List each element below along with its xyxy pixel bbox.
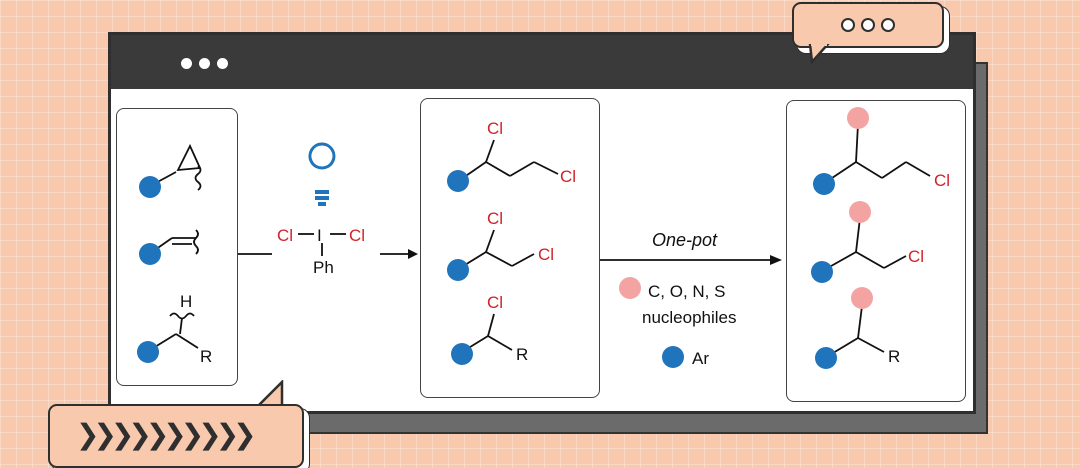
product-top-cl-end: Cl — [560, 167, 576, 186]
product-mid-cl: Cl — [487, 209, 503, 228]
aryl-dot — [137, 341, 159, 363]
window-dot-icon[interactable] — [217, 58, 228, 69]
final-top-cl: Cl — [934, 171, 950, 190]
final-mid-cl: Cl — [908, 247, 924, 266]
bubble-dot-icon — [861, 18, 875, 32]
reagent-ph: Ph — [313, 258, 334, 277]
substrate-r-label: R — [200, 347, 212, 366]
bubble-dots — [794, 4, 942, 46]
aryl-dot — [815, 347, 837, 369]
nucleophiles-line2: nucleophiles — [642, 308, 737, 327]
substrate-h-label: H — [180, 292, 192, 311]
final-bottom-r: R — [888, 347, 900, 366]
aryl-dot — [451, 343, 473, 365]
window-controls[interactable] — [181, 58, 228, 69]
bubble-dot-icon — [881, 18, 895, 32]
one-pot-label: One-pot — [652, 230, 718, 250]
speech-bubble-bottom: ❯❯❯❯❯❯❯❯❯❯ — [48, 404, 304, 468]
lightbulb-icon — [308, 142, 336, 206]
legend-aryl-dot — [662, 346, 684, 368]
window-dot-icon[interactable] — [199, 58, 210, 69]
window-dot-icon[interactable] — [181, 58, 192, 69]
legend-nucleophile-dot — [619, 277, 641, 299]
reagent-iodine: I — [317, 226, 322, 245]
product-bottom-cl: Cl — [487, 293, 503, 312]
product-panel — [786, 100, 966, 402]
speech-bubble-top — [792, 2, 944, 48]
product-bottom-r: R — [516, 345, 528, 364]
aryl-dot — [447, 170, 469, 192]
nucleophile-dot — [847, 107, 869, 129]
bubble-tail-icon — [256, 380, 284, 406]
aryl-dot — [813, 173, 835, 195]
aryl-dot — [447, 259, 469, 281]
nucleophile-dot — [849, 201, 871, 223]
nucleophile-dot — [851, 287, 873, 309]
nucleophiles-line1: C, O, N, S — [648, 282, 725, 301]
product-mid-cl-end: Cl — [538, 245, 554, 264]
reagent-cl-left: Cl — [277, 226, 293, 245]
product-top-cl: Cl — [487, 119, 503, 138]
reagent-cl-right: Cl — [349, 226, 365, 245]
substrate-panel — [116, 108, 238, 386]
aryl-dot — [139, 176, 161, 198]
bubble-dot-icon — [841, 18, 855, 32]
bubble-tail-icon — [808, 44, 830, 65]
aryl-dot — [139, 243, 161, 265]
chevrons-icon: ❯❯❯❯❯❯❯❯❯❯ — [76, 418, 257, 451]
legend-ar-label: Ar — [692, 349, 709, 368]
aryl-dot — [811, 261, 833, 283]
